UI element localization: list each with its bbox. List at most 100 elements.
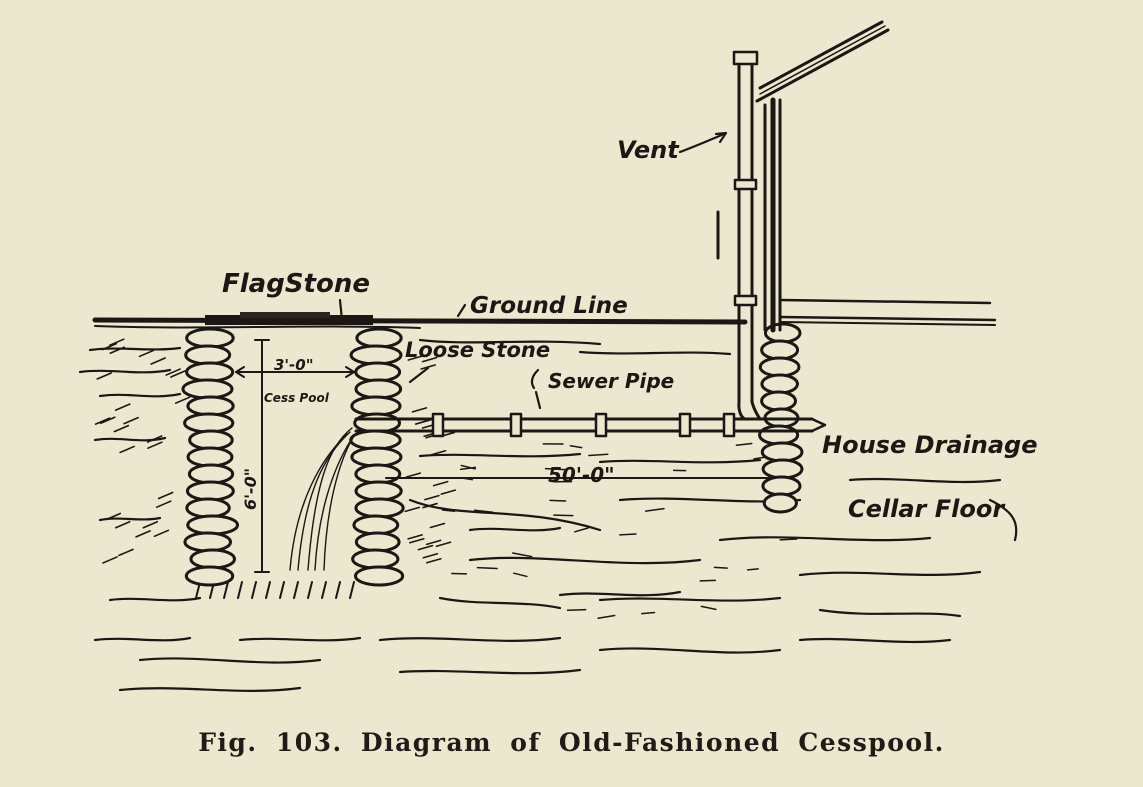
soil-hatch [153, 529, 170, 538]
soil-hatch [644, 507, 665, 512]
label-house-drainage: House Drainage [822, 431, 1038, 459]
soil-stroke [108, 596, 202, 602]
soil-hatch [549, 499, 567, 502]
soil-hatch [142, 520, 159, 529]
soil-hatch [512, 552, 533, 558]
soil-stroke [238, 636, 362, 642]
vent-pipe [716, 50, 762, 421]
soil-hatch [700, 605, 717, 611]
wall-stone [758, 356, 801, 378]
soil-hatch [513, 572, 528, 578]
wall-stone [183, 412, 235, 434]
wall-stone [181, 378, 234, 400]
soil-hatch [713, 566, 728, 569]
wall-stone [186, 446, 234, 468]
soil-stroke [598, 647, 782, 654]
soil-stroke [398, 668, 582, 675]
soil-hatch [544, 467, 566, 471]
soil-hatch [573, 527, 589, 533]
wall-stone [760, 339, 800, 361]
soil-stroke [138, 657, 322, 664]
soil-hatch [349, 581, 355, 599]
soil-hatch [109, 346, 125, 355]
soil-hatch [118, 548, 134, 557]
wall-stone [184, 344, 232, 366]
soil-hatch [407, 534, 423, 540]
label-cess-pool: Cess Pool [264, 391, 330, 405]
sewer-pipe [354, 412, 827, 438]
wall-stone [354, 497, 405, 519]
soil-hatch [405, 472, 421, 478]
wall-stone [760, 441, 804, 463]
wall-stone [186, 395, 235, 417]
soil-hatch [170, 370, 186, 378]
wall-stone [189, 548, 236, 570]
soil-stroke [468, 526, 562, 532]
soil-hatch [123, 416, 139, 425]
soil-stroke [578, 350, 732, 356]
soil-hatch [174, 396, 191, 404]
soil-hatch [597, 614, 616, 620]
soil-stroke [718, 536, 932, 542]
soil-stroke [98, 516, 162, 522]
wall-stone [762, 492, 798, 514]
soil-stroke [78, 368, 172, 374]
soil-hatch [409, 537, 425, 544]
wall-stone [354, 480, 403, 502]
soil-stroke [418, 452, 582, 458]
soil-hatch [460, 464, 476, 470]
wall-stone [186, 514, 240, 536]
wall-stone [187, 463, 235, 485]
cesspool-diagram: Vent FlagStone Ground Line Loose Stone S… [78, 20, 1038, 692]
soil-hatch [421, 356, 438, 363]
wall-stone [354, 361, 402, 383]
wall-stone [354, 378, 403, 400]
soil-hatch [569, 444, 583, 449]
wall-stone [354, 531, 401, 553]
diagram-labels: Vent FlagStone Ground Line Loose Stone S… [222, 136, 1038, 523]
soil-stroke [468, 556, 702, 565]
soil-hatch [411, 407, 428, 413]
soil-hatch [321, 581, 327, 599]
wall-stone [355, 327, 403, 349]
soil-hatch [422, 502, 438, 509]
soil-hatch [335, 581, 341, 599]
soil-hatch [307, 581, 313, 599]
soil-stroke [88, 346, 182, 352]
wall-stone [350, 395, 402, 417]
soil-hatch [251, 581, 257, 599]
soil-stroke [798, 637, 952, 644]
soil-stroke [118, 686, 302, 692]
soil-hatch [293, 581, 299, 599]
ground-line [92, 298, 997, 329]
soil-hatch [105, 512, 122, 521]
soil-hatch [779, 538, 798, 541]
label-cellar-floor: Cellar Floor [848, 495, 1006, 523]
label-loose-stone: Loose Stone [405, 338, 550, 362]
wall-stone [188, 429, 234, 451]
flagstone-slab [205, 312, 373, 325]
wall-stone [351, 548, 400, 570]
soil-stroke [98, 392, 182, 398]
soil-stroke [798, 570, 982, 577]
soil-hatch [138, 349, 155, 358]
soil-hatch [435, 541, 452, 548]
label-sewer-pipe: Sewer Pipe [548, 369, 674, 393]
soil-stroke [598, 458, 762, 464]
soil-hatch [96, 372, 112, 380]
soil-hatch [101, 342, 118, 351]
soil-hatch [735, 442, 753, 446]
cesspool-walls [181, 322, 804, 587]
soil-hatch [588, 453, 609, 457]
soil-stroke [418, 338, 602, 346]
soil-hatch [553, 514, 574, 517]
wall-stone [353, 565, 405, 587]
label-flagstone: FlagStone [222, 269, 370, 299]
soil-hatch [114, 520, 131, 529]
soil-hatch [135, 530, 151, 538]
figure-caption: Fig. 103. Diagram of Old-Fashioned Cessp… [198, 728, 945, 757]
soil-texture [78, 338, 1018, 692]
wall-stone [183, 531, 233, 553]
soil-hatch [404, 506, 421, 513]
